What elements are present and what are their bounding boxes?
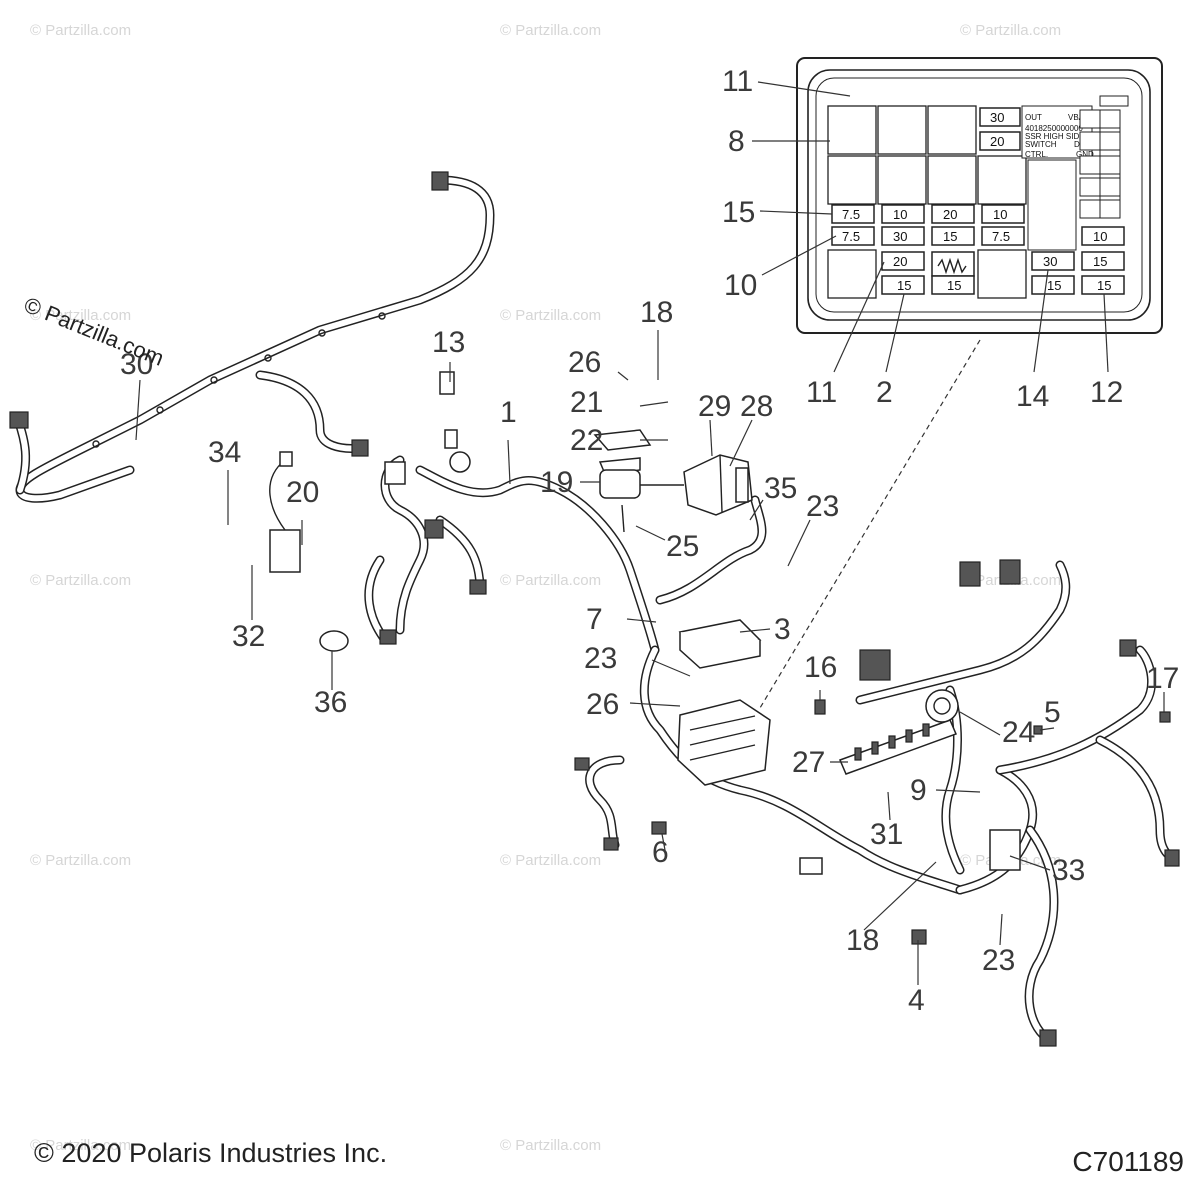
fuse-label: 15 [897, 278, 911, 293]
rear-harness-30 [9, 171, 495, 503]
callout-23-b: 23 [584, 642, 617, 675]
watermark: © Partzilla.com [500, 852, 601, 869]
sticker-out: OUT [1025, 113, 1042, 122]
callout-5: 5 [1044, 696, 1061, 729]
callout-16: 16 [804, 651, 837, 684]
fuse-label: 20 [943, 207, 957, 222]
fuse-row-4: 15 15 15 15 [881, 275, 1125, 295]
sticker-part-number: 4018250000000 [1025, 124, 1083, 133]
callout-23-a: 23 [806, 490, 839, 523]
callout-34: 34 [208, 436, 241, 469]
fuse-label: 20 [893, 254, 907, 269]
watermark: © Partzilla.com [30, 22, 131, 39]
sticker-vbat: VBAT [1068, 113, 1088, 122]
sticker-gnd: GND [1076, 150, 1094, 159]
callout-20: 20 [286, 476, 319, 509]
callout-15: 15 [722, 196, 755, 229]
fuse-label: 15 [943, 229, 957, 244]
callout-4: 4 [908, 984, 925, 1017]
callout-1: 1 [500, 396, 517, 429]
leader-lines [135, 81, 1165, 985]
drawing-id: C701189 [1072, 1146, 1184, 1177]
callout-26-top: 26 [568, 346, 601, 379]
callout-21: 21 [570, 386, 603, 419]
callout-12: 12 [1090, 376, 1123, 409]
callout-11-bottom: 11 [806, 376, 837, 409]
fuse-label: 30 [990, 110, 1004, 125]
callout-35: 35 [764, 472, 797, 505]
callout-28: 28 [740, 390, 773, 423]
callout-11-top: 11 [722, 65, 753, 98]
fuse-label: 10 [893, 207, 907, 222]
callout-17: 17 [1146, 662, 1179, 695]
callout-27: 27 [792, 746, 825, 779]
callout-14: 14 [1016, 380, 1049, 413]
fuse-label: 7.5 [842, 207, 860, 222]
fuse-label: 30 [893, 229, 907, 244]
watermark-layer: © Partzilla.com © Partzilla.com © Partzi… [30, 22, 1061, 1154]
watermark: © Partzilla.com [960, 22, 1061, 39]
callout-3: 3 [774, 613, 791, 646]
callout-32: 32 [232, 620, 265, 653]
callout-labels: 11 8 15 10 11 2 14 12 18 26 13 21 29 28 … [120, 65, 1179, 1017]
callout-7: 7 [586, 603, 603, 636]
sticker-ssr: SSR HIGH SIDE [1025, 132, 1085, 141]
watermark: © Partzilla.com [500, 307, 601, 324]
callout-36: 36 [314, 686, 347, 719]
sticker-switch: SWITCH [1025, 140, 1057, 149]
circuit-breaker-symbol [937, 257, 967, 275]
fuse-label: 15 [1093, 254, 1107, 269]
callout-18-top: 18 [640, 296, 673, 329]
callout-30: 30 [120, 348, 153, 381]
copyright-text: © 2020 Polaris Industries Inc. [34, 1138, 388, 1168]
callout-9: 9 [910, 774, 927, 807]
callout-19: 19 [540, 466, 573, 499]
fuse-label: 7.5 [842, 229, 860, 244]
callout-29: 29 [698, 390, 731, 423]
fuse-label: 15 [1097, 278, 1111, 293]
watermark: © Partzilla.com [500, 1137, 601, 1154]
fuse-label: 30 [1043, 254, 1057, 269]
watermark: © Partzilla.com [30, 307, 131, 324]
fuse-label: 15 [1047, 278, 1061, 293]
callout-13: 13 [432, 326, 465, 359]
fuse-label: 15 [947, 278, 961, 293]
fuse-row-2: 7.5 30 15 7.5 10 [831, 226, 1125, 246]
watermark: © Partzilla.com [30, 1137, 131, 1154]
callout-18-bottom: 18 [846, 924, 879, 957]
callout-26-b: 26 [586, 688, 619, 721]
watermark: © Partzilla.com [30, 852, 131, 869]
callout-33: 33 [1052, 854, 1085, 887]
callout-22: 22 [570, 424, 603, 457]
fuse-row-3: 20 30 15 [881, 251, 1125, 277]
callout-6: 6 [652, 836, 669, 869]
fuse-label: 7.5 [992, 229, 1010, 244]
fuse-label: 10 [1093, 229, 1107, 244]
fuse-row-top: 30 20 [979, 107, 1021, 151]
callout-25: 25 [666, 530, 699, 563]
callout-8: 8 [728, 125, 745, 158]
watermark: © Partzilla.com [500, 22, 601, 39]
callout-2: 2 [876, 376, 893, 409]
sticker-ctrl: CTRL. [1025, 150, 1048, 159]
connectors [269, 371, 1180, 1047]
callout-23-c: 23 [982, 944, 1015, 977]
watermark: © Partzilla.com [500, 572, 601, 589]
fuse-label: 10 [993, 207, 1007, 222]
callout-24: 24 [1002, 716, 1035, 749]
fuse-box-detail: OUT VBAT 4018250000000 SSR HIGH SIDE SWI… [796, 57, 1163, 334]
callout-10: 10 [724, 269, 757, 302]
fuse-label: 20 [990, 134, 1004, 149]
fuse-row-1: 7.5 10 20 10 [831, 204, 1025, 224]
watermark: © Partzilla.com [30, 572, 131, 589]
callout-31: 31 [870, 818, 903, 851]
main-harness-1 [364, 455, 1180, 1045]
